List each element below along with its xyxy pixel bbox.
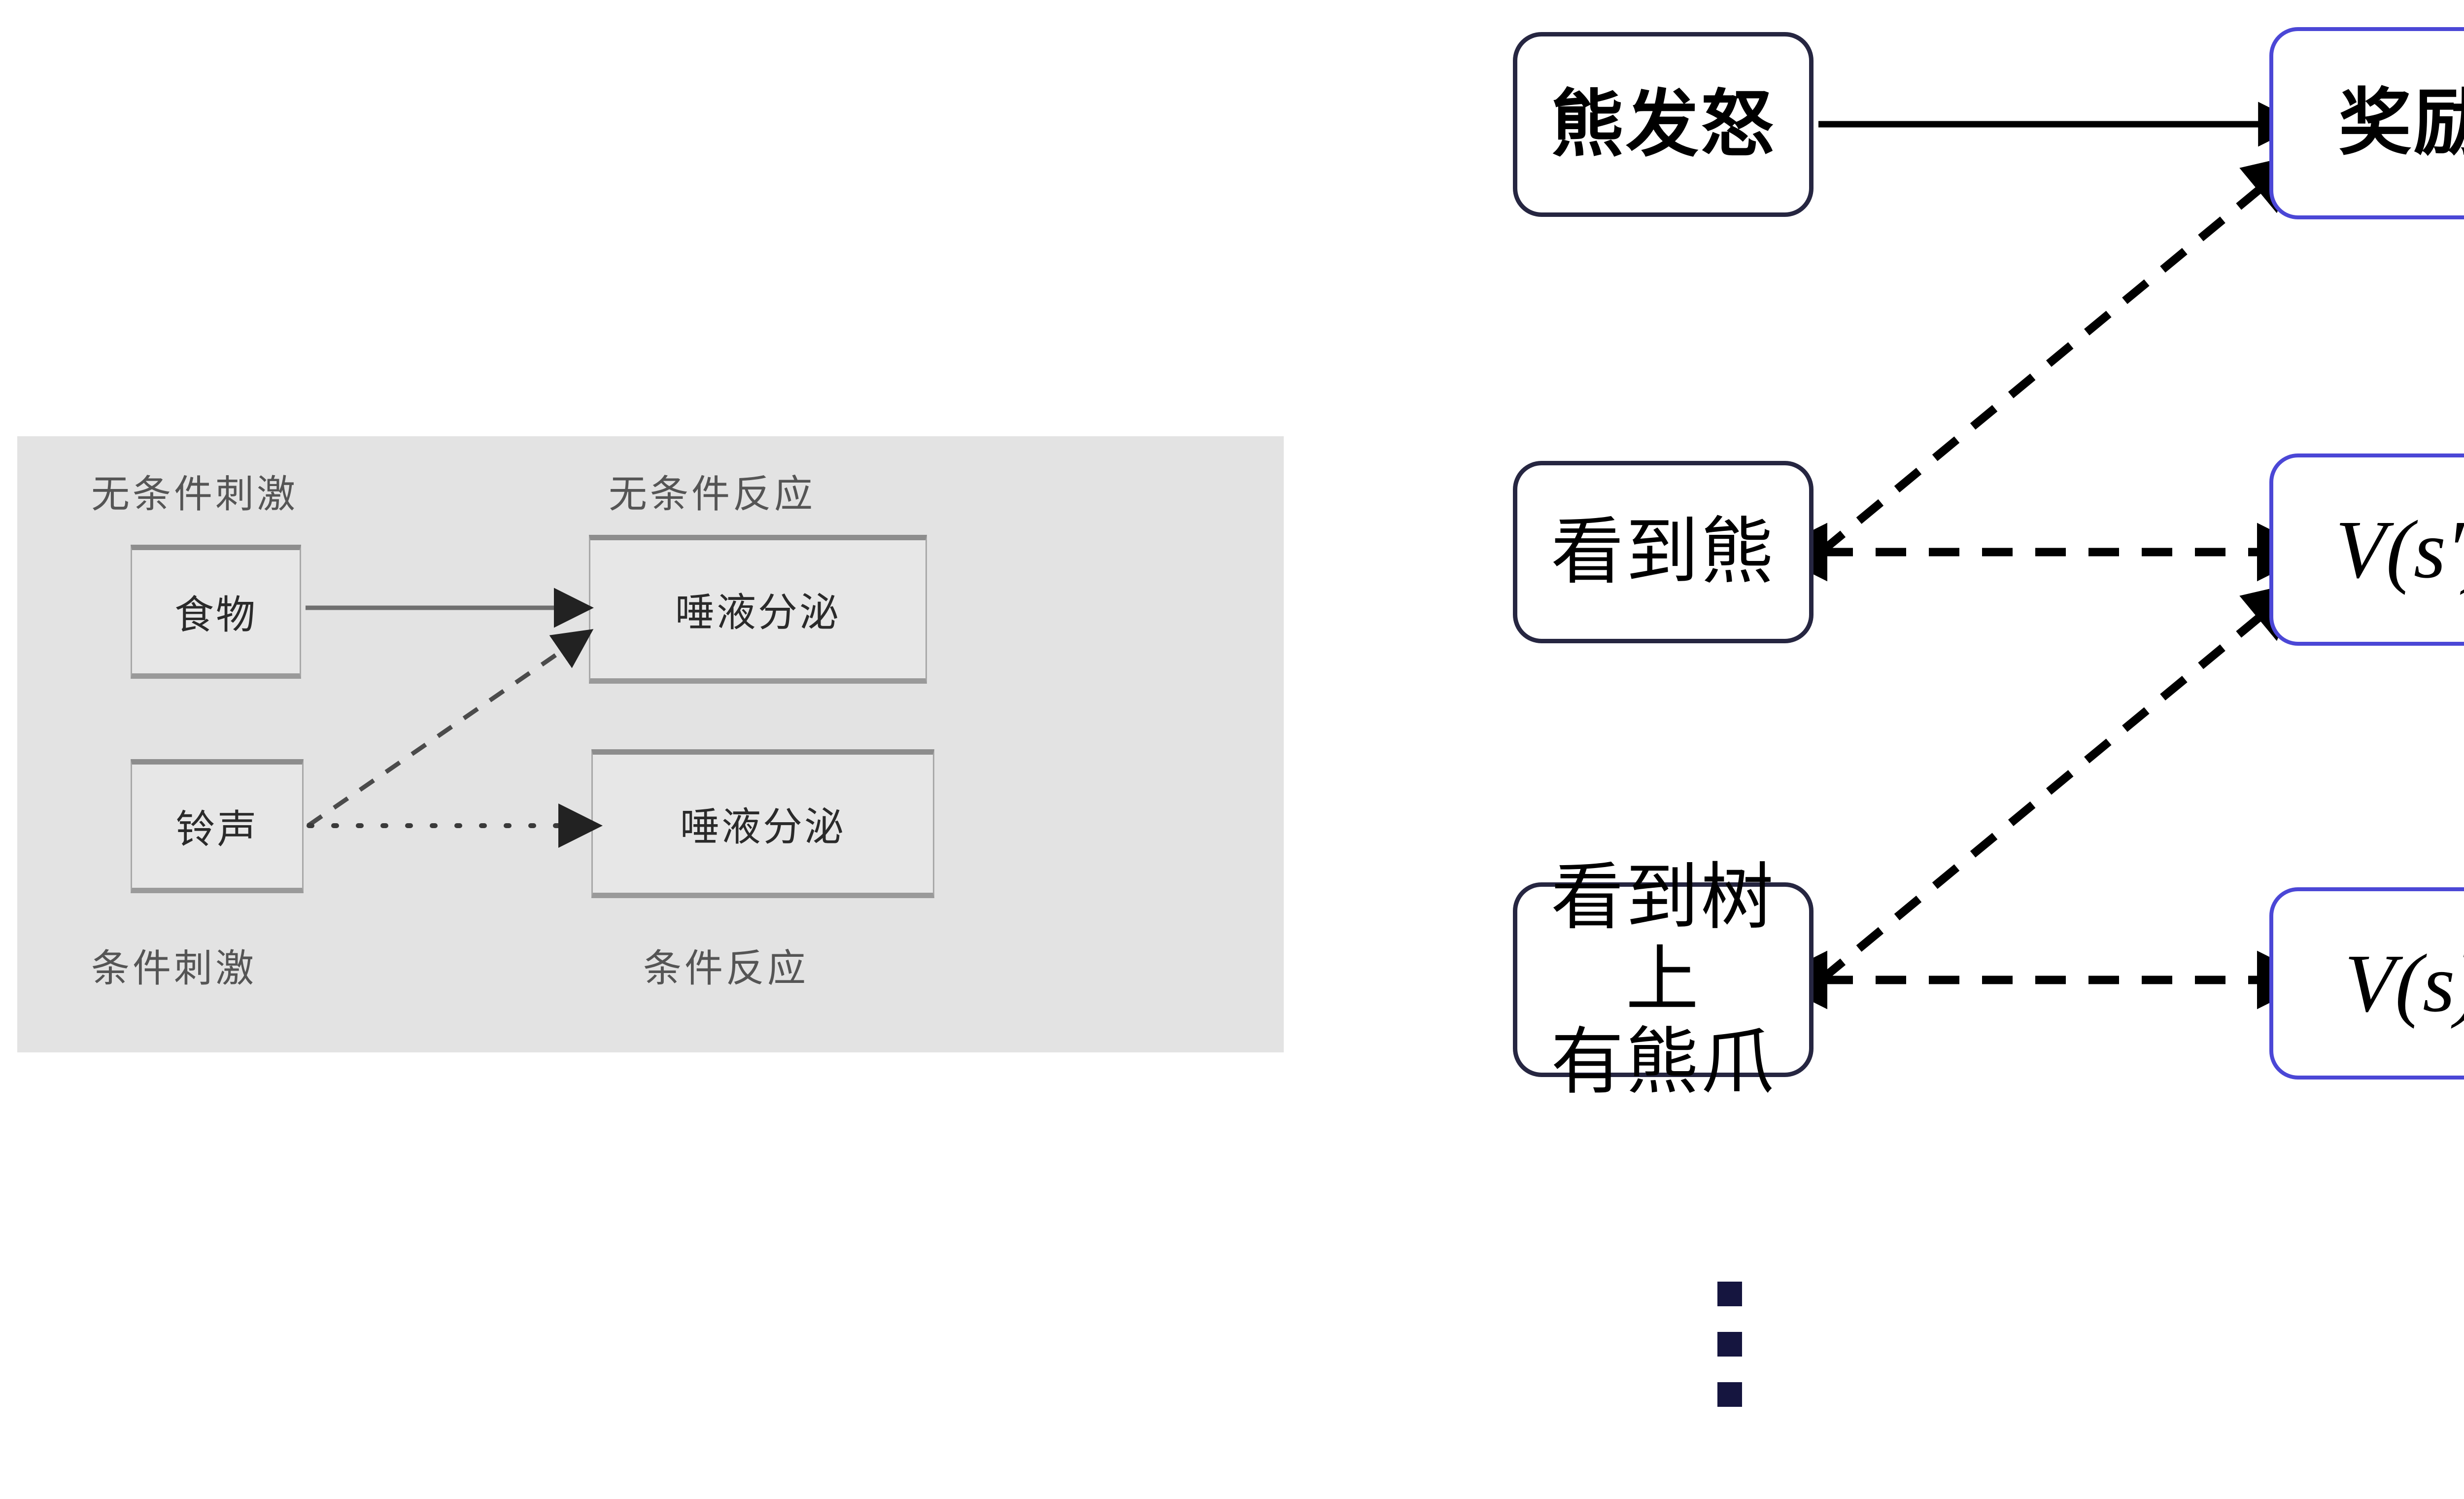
label-unconditioned-response: 无条件反应	[609, 472, 816, 516]
edge-see-bear-to-reward	[1818, 153, 2303, 556]
ellipsis-dot	[1717, 1382, 1742, 1407]
node-see-bear[interactable]: 看到熊	[1513, 461, 1814, 643]
box-bell: 铃声	[131, 759, 304, 893]
node-bear-angry-label: 熊发怒	[1551, 83, 1776, 165]
node-value-s-prime-label: V(s′)	[2335, 503, 2464, 595]
pavlov-arrow-layer	[306, 588, 603, 848]
node-value-s-label: V(s)	[2344, 937, 2464, 1029]
td-arrow-layer	[1769, 102, 2316, 1010]
label-conditioned-stimulus: 条件刺激	[91, 946, 257, 990]
classical-conditioning-panel: 无条件刺激 无条件反应 条件刺激 条件反应 食物 铃声 唾液分泌 唾液分泌	[17, 436, 1284, 1052]
arrow-bell-to-salivation-upper	[307, 629, 594, 828]
label-conditioned-response: 条件反应	[643, 946, 809, 990]
node-reward[interactable]: 奖励	[2269, 27, 2464, 219]
box-salivation-unconditioned: 唾液分泌	[589, 535, 927, 684]
label-unconditioned-stimulus: 无条件刺激	[91, 472, 299, 516]
node-bear-angry[interactable]: 熊发怒	[1513, 32, 1814, 217]
node-reward-label: 奖励	[2338, 82, 2464, 164]
ellipsis-dot	[1717, 1282, 1742, 1306]
node-value-s[interactable]: V(s)	[2269, 887, 2464, 1080]
node-see-bear-paw-on-tree[interactable]: 看到树上 有熊爪	[1513, 857, 1814, 1103]
vertical-ellipsis-states	[1717, 1282, 1742, 1407]
node-value-s-prime[interactable]: V(s′)	[2269, 453, 2464, 646]
node-see-bear-label: 看到熊	[1551, 511, 1776, 593]
td-value-diagram: 熊发怒 奖励 看到熊 V(s′) 看到树上 有熊爪 V(s)	[1454, 0, 2464, 1499]
box-salivation-conditioned: 唾液分泌	[591, 749, 934, 898]
node-see-bear-paw-on-tree-label: 看到树上 有熊爪	[1551, 856, 1776, 1103]
ellipsis-dot	[1717, 1332, 1742, 1357]
box-food: 食物	[131, 545, 301, 679]
edge-see-paw-to-v-s-prime	[1818, 581, 2303, 983]
